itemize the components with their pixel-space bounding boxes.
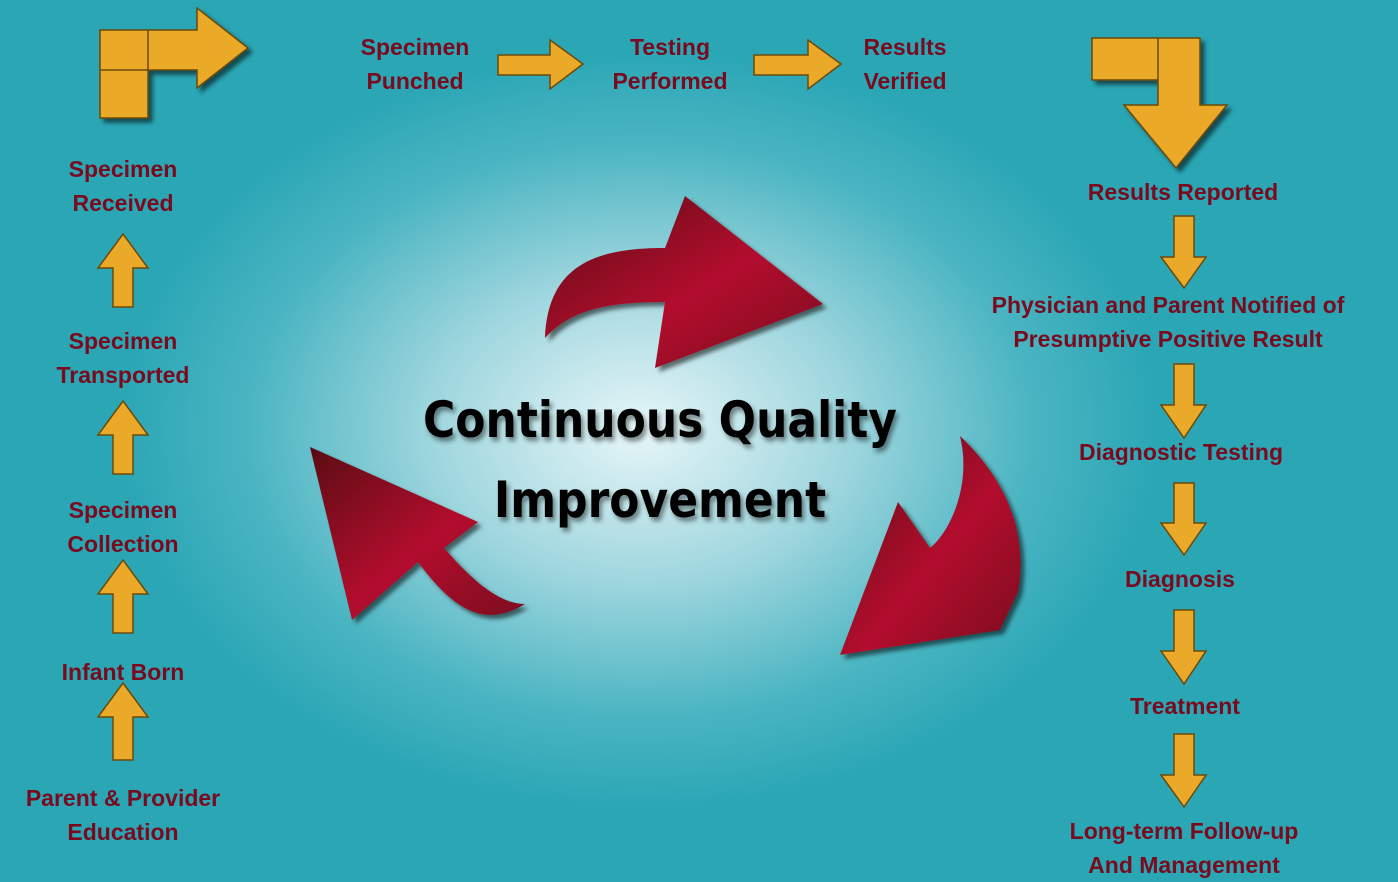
label-line: Infant Born (61, 659, 185, 685)
step-label-specimen-transported: Specimen Transported (23, 324, 223, 392)
label-line: Specimen (68, 156, 178, 182)
label-line: Transported (56, 362, 190, 388)
label-line: Results (863, 34, 947, 60)
label-line: Performed (612, 68, 728, 94)
step-label-infant-born: Infant Born (23, 655, 223, 689)
step-label-specimen-collection: Specimen Collection (23, 493, 223, 561)
label-line: Collection (67, 531, 179, 557)
step-arrow-up (96, 232, 150, 308)
label-line: Specimen (68, 328, 178, 354)
step-label-specimen-received: Specimen Received (23, 152, 223, 220)
cycle-arrow-top (545, 196, 823, 368)
label-line: Presumptive Positive Result (1013, 326, 1323, 352)
label-line: Long-term Follow-up (1069, 818, 1299, 844)
label-line: Physician and Parent Notified of (991, 292, 1345, 318)
center-title: Continuous Quality Improvement (378, 380, 941, 540)
step-label-results-reported: Results Reported (1050, 175, 1316, 209)
step-arrow-right (753, 38, 843, 91)
step-arrow-down (1159, 363, 1208, 440)
step-label-diagnostic-testing: Diagnostic Testing (1050, 435, 1312, 469)
step-arrow-right (497, 38, 585, 91)
label-line: Diagnosis (1125, 566, 1235, 592)
step-arrow-down (1159, 482, 1208, 557)
step-label-long-term-follow-up: Long-term Follow-up And Management (1040, 814, 1328, 882)
step-label-diagnosis: Diagnosis (1080, 562, 1280, 596)
label-line: Punched (366, 68, 464, 94)
corner-arrow-top-left (99, 6, 250, 119)
step-arrow-up (96, 681, 150, 761)
label-line: Specimen (360, 34, 470, 60)
label-line: Education (67, 819, 179, 845)
step-label-treatment: Treatment (1085, 689, 1285, 723)
label-line: Specimen (68, 497, 178, 523)
step-arrow-down (1159, 609, 1208, 686)
label-line: Treatment (1130, 693, 1240, 719)
step-arrow-down (1159, 215, 1208, 290)
cycle-arrow-right (840, 436, 1021, 655)
label-line: Parent & Provider (25, 785, 221, 811)
step-label-parent-provider-education: Parent & Provider Education (0, 781, 246, 849)
corner-arrow-top-right (1091, 37, 1229, 170)
step-arrow-down (1159, 733, 1208, 809)
cycle-arrow-left (310, 447, 525, 620)
step-label-results-verified: Results Verified (835, 30, 975, 98)
center-title-line: Continuous Quality (423, 391, 897, 449)
label-line: Verified (863, 68, 947, 94)
step-arrow-up (96, 399, 150, 475)
step-arrow-up (96, 558, 150, 634)
label-line: Testing (629, 34, 711, 60)
step-label-specimen-punched: Specimen Punched (340, 30, 490, 98)
label-line: And Management (1088, 852, 1280, 878)
label-line: Received (72, 190, 174, 216)
label-line: Results Reported (1087, 179, 1279, 205)
step-label-physician-parent-notified: Physician and Parent Notified of Presump… (968, 288, 1368, 356)
center-title-line: Improvement (493, 471, 827, 529)
label-line: Diagnostic Testing (1078, 439, 1284, 465)
step-label-testing-performed: Testing Performed (595, 30, 745, 98)
